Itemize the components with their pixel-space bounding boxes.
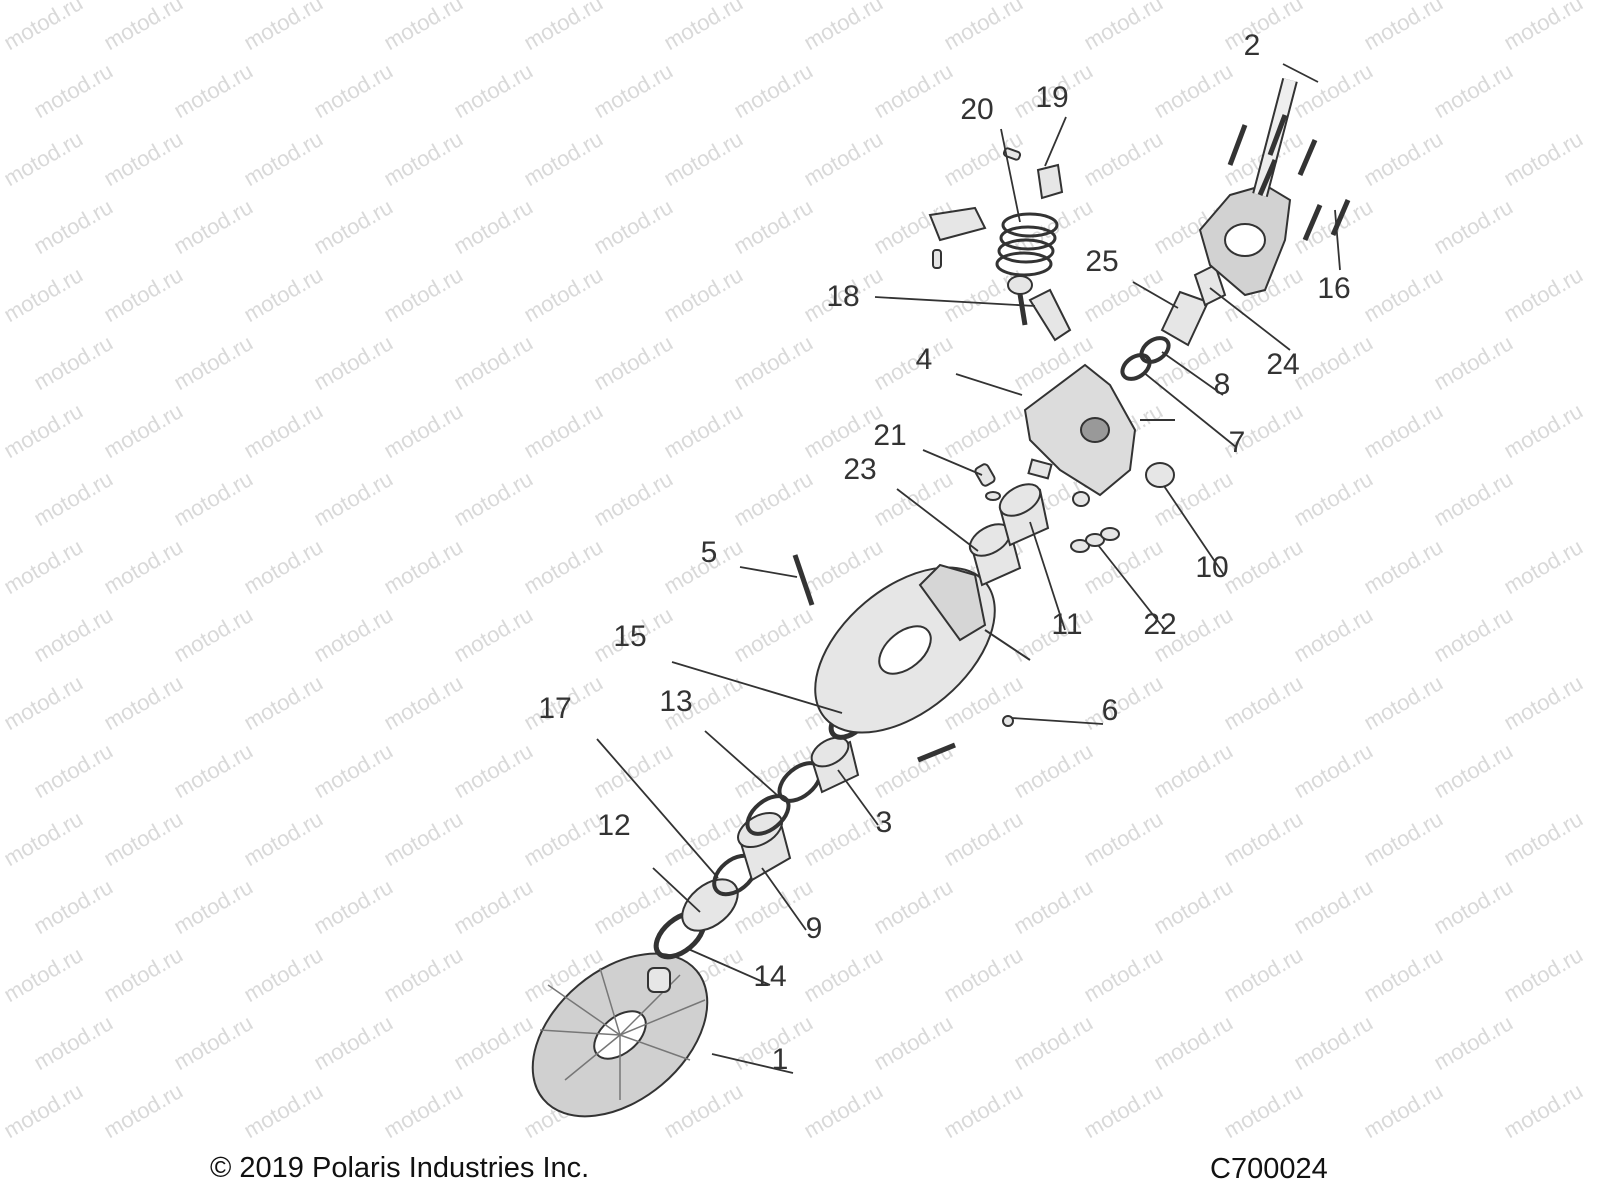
callout-4: 4 bbox=[915, 343, 933, 376]
part-8-washer bbox=[1139, 336, 1171, 364]
callout-14: 14 bbox=[753, 960, 787, 993]
part-23-bushing bbox=[968, 523, 1022, 587]
part-12-flange bbox=[681, 878, 739, 932]
callout-22: 22 bbox=[1143, 608, 1177, 641]
callout-17: 17 bbox=[538, 692, 572, 725]
part-18-weight bbox=[1028, 288, 1072, 342]
callout-25: 25 bbox=[1085, 245, 1119, 278]
diagram-code: C700024 bbox=[1210, 1153, 1328, 1185]
part-19-block bbox=[1036, 163, 1064, 200]
part-22-roller bbox=[1070, 527, 1120, 553]
part-24-bushing bbox=[1193, 263, 1227, 307]
callout-12: 12 bbox=[597, 809, 631, 842]
callout-10: 10 bbox=[1195, 551, 1229, 584]
callout-3: 3 bbox=[875, 806, 893, 839]
callout-11: 11 bbox=[1051, 608, 1083, 641]
callout-9: 9 bbox=[805, 912, 823, 945]
part-moveable-sheave bbox=[814, 563, 1031, 734]
part-pin-small bbox=[932, 249, 942, 269]
part-19-pin bbox=[1002, 147, 1022, 161]
part-7-washer bbox=[1120, 353, 1152, 381]
callout-21: 21 bbox=[873, 419, 907, 452]
part-9-sleeve bbox=[737, 811, 792, 882]
part-pin-lower bbox=[917, 742, 956, 763]
callout-19: 19 bbox=[1035, 81, 1069, 114]
part-cover-plate bbox=[1198, 183, 1292, 297]
part-20-spring bbox=[995, 212, 1059, 277]
part-6-nut bbox=[1002, 715, 1014, 727]
callout-20: 20 bbox=[960, 93, 994, 126]
callout-24: 24 bbox=[1266, 348, 1300, 381]
part-11-bushing bbox=[998, 483, 1050, 547]
copyright-notice: © 2019 Polaris Industries Inc. bbox=[210, 1152, 590, 1184]
callout-6: 6 bbox=[1101, 694, 1119, 727]
callout-7: 7 bbox=[1228, 426, 1246, 459]
callout-13: 13 bbox=[659, 685, 693, 718]
callout-5: 5 bbox=[700, 536, 718, 569]
part-weight-upper bbox=[928, 206, 987, 242]
callout-23: 23 bbox=[843, 453, 877, 486]
part-16-bolts bbox=[1227, 114, 1351, 241]
callout-15: 15 bbox=[613, 620, 647, 653]
part-3-bushing bbox=[810, 736, 860, 794]
callout-18: 18 bbox=[826, 280, 860, 313]
part-21-button bbox=[974, 463, 1001, 501]
callout-16: 16 bbox=[1317, 272, 1351, 305]
part-1-fan-sheave bbox=[531, 952, 709, 1118]
part-spider-assembly bbox=[1007, 275, 1175, 507]
part-25-shaft bbox=[1160, 290, 1210, 347]
callout-1: 1 bbox=[771, 1043, 789, 1076]
callout-2: 2 bbox=[1243, 29, 1261, 62]
callout-8: 8 bbox=[1213, 368, 1231, 401]
callout-leader-lines bbox=[596, 63, 1341, 1074]
part-5-pin bbox=[792, 554, 815, 606]
